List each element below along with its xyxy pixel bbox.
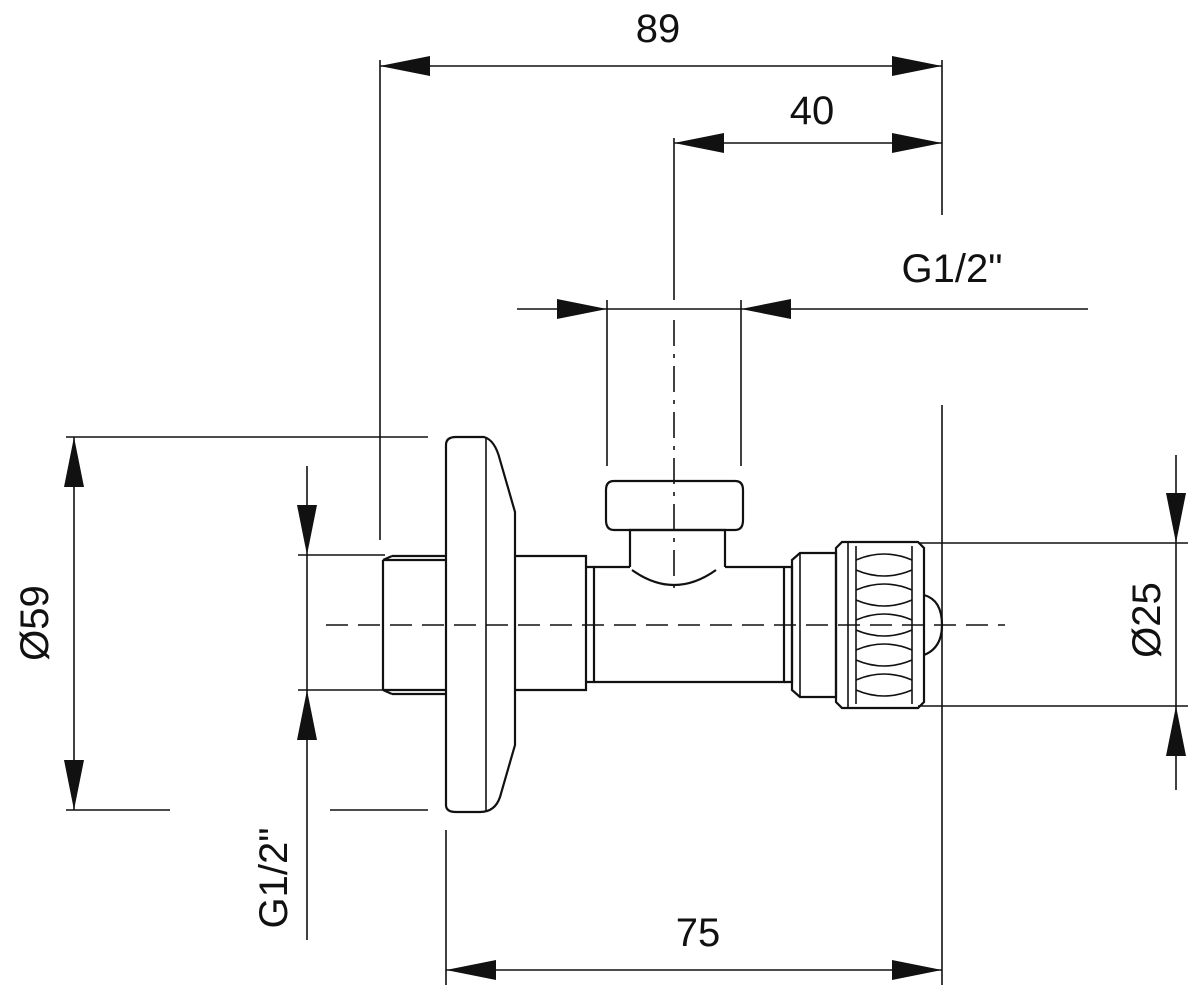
rosette-diameter-label: Ø59	[13, 585, 57, 661]
dimension-rosette-diameter: Ø59	[13, 436, 428, 811]
outlet-thread-label: G1/2"	[902, 247, 1003, 291]
dimension-overall-length: 89	[379, 7, 943, 540]
dimension-outlet-thread: G1/2"	[517, 247, 1088, 466]
dimension-outlet-offset: 40	[673, 89, 942, 300]
dimension-75-label: 75	[676, 911, 721, 955]
dimension-handle-diameter: Ø25	[918, 455, 1188, 790]
handle-diameter-label: Ø25	[1125, 582, 1169, 658]
dimension-body-length: 75	[445, 405, 943, 985]
outlet-neck-curve	[631, 569, 717, 587]
outlet-neck	[628, 528, 727, 567]
dimension-40-label: 40	[790, 89, 835, 133]
body-collar	[515, 554, 588, 692]
inlet-thread-stub	[381, 554, 446, 696]
inlet-thread-label: G1/2"	[252, 828, 296, 929]
handle-knurling	[855, 553, 913, 681]
dimension-89-label: 89	[636, 7, 681, 51]
dimension-inlet-thread: G1/2"	[252, 466, 385, 940]
rosette-escutcheon	[444, 435, 517, 814]
handle-knob	[834, 540, 926, 710]
outlet-hex-nut	[604, 479, 745, 532]
